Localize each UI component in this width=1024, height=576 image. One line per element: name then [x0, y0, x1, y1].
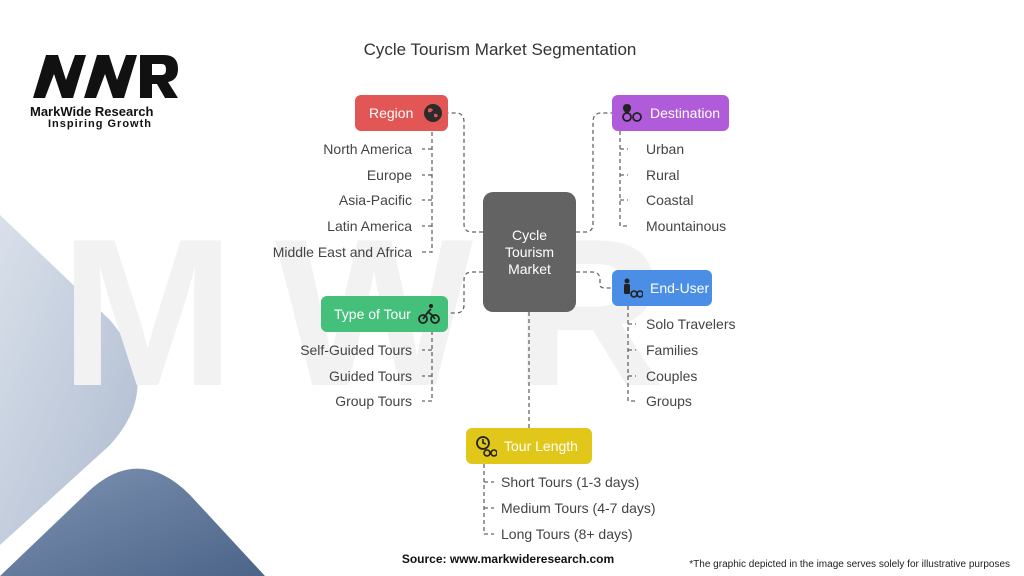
- end-user-item-3: Couples: [646, 368, 698, 384]
- page-title: Cycle Tourism Market Segmentation: [363, 40, 637, 59]
- region-node: Region: [355, 95, 448, 131]
- center-line-3: Market: [508, 260, 551, 277]
- region-item-3: Asia-Pacific: [338, 192, 412, 208]
- logo-mark: [33, 55, 178, 98]
- center-line-2: Tourism: [504, 243, 554, 260]
- destination-node: Destination: [612, 95, 729, 131]
- destination-label: Destination: [650, 105, 721, 121]
- destination-item-1: Urban: [646, 141, 685, 157]
- end-user-item-1: Solo Travelers: [646, 316, 736, 332]
- type-of-tour-node: Type of Tour: [321, 296, 448, 332]
- source-text: Source: www.markwideresearch.com: [401, 552, 615, 566]
- bg-shape-dark: [0, 468, 265, 576]
- center-node: Cycle Tourism Market: [483, 192, 576, 312]
- tour-length-item-3: Long Tours (8+ days): [501, 526, 633, 542]
- location-bike-icon: [620, 101, 644, 125]
- end-user-node: End-User: [612, 270, 712, 306]
- end-user-item-4: Groups: [646, 393, 692, 409]
- cyclist-icon: [417, 302, 441, 326]
- type-of-tour-item-3: Group Tours: [335, 393, 412, 409]
- region-item-2: Europe: [366, 167, 412, 183]
- region-label: Region: [369, 105, 414, 121]
- destination-item-2: Rural: [646, 167, 680, 183]
- tour-length-node: Tour Length: [466, 428, 592, 464]
- disclaimer-note: *The graphic depicted in the image serve…: [689, 559, 1010, 570]
- person-bike-icon: [620, 276, 644, 300]
- end-user-item-2: Families: [646, 342, 699, 358]
- type-of-tour-item-2: Guided Tours: [328, 368, 412, 384]
- type-of-tour-label: Type of Tour: [334, 306, 411, 322]
- region-item-4: Latin America: [327, 218, 412, 234]
- logo-name: MarkWide Research: [30, 104, 154, 119]
- destination-item-4: Mountainous: [646, 218, 727, 234]
- region-item-1: North America: [323, 141, 412, 157]
- tour-length-item-2: Medium Tours (4-7 days): [501, 500, 656, 516]
- center-line-1: Cycle: [511, 226, 547, 243]
- logo-tagline: Inspiring Growth: [48, 118, 152, 130]
- destination-item-3: Coastal: [646, 192, 694, 208]
- clock-bike-icon: [474, 434, 498, 458]
- bg-shape-light: [0, 215, 138, 545]
- tour-length-label: Tour Length: [504, 438, 578, 454]
- tour-length-item-1: Short Tours (1-3 days): [501, 474, 640, 490]
- type-of-tour-item-1: Self-Guided Tours: [300, 342, 412, 358]
- end-user-label: End-User: [650, 280, 710, 296]
- globe-icon: [421, 101, 445, 125]
- region-item-5: Middle East and Africa: [272, 244, 412, 260]
